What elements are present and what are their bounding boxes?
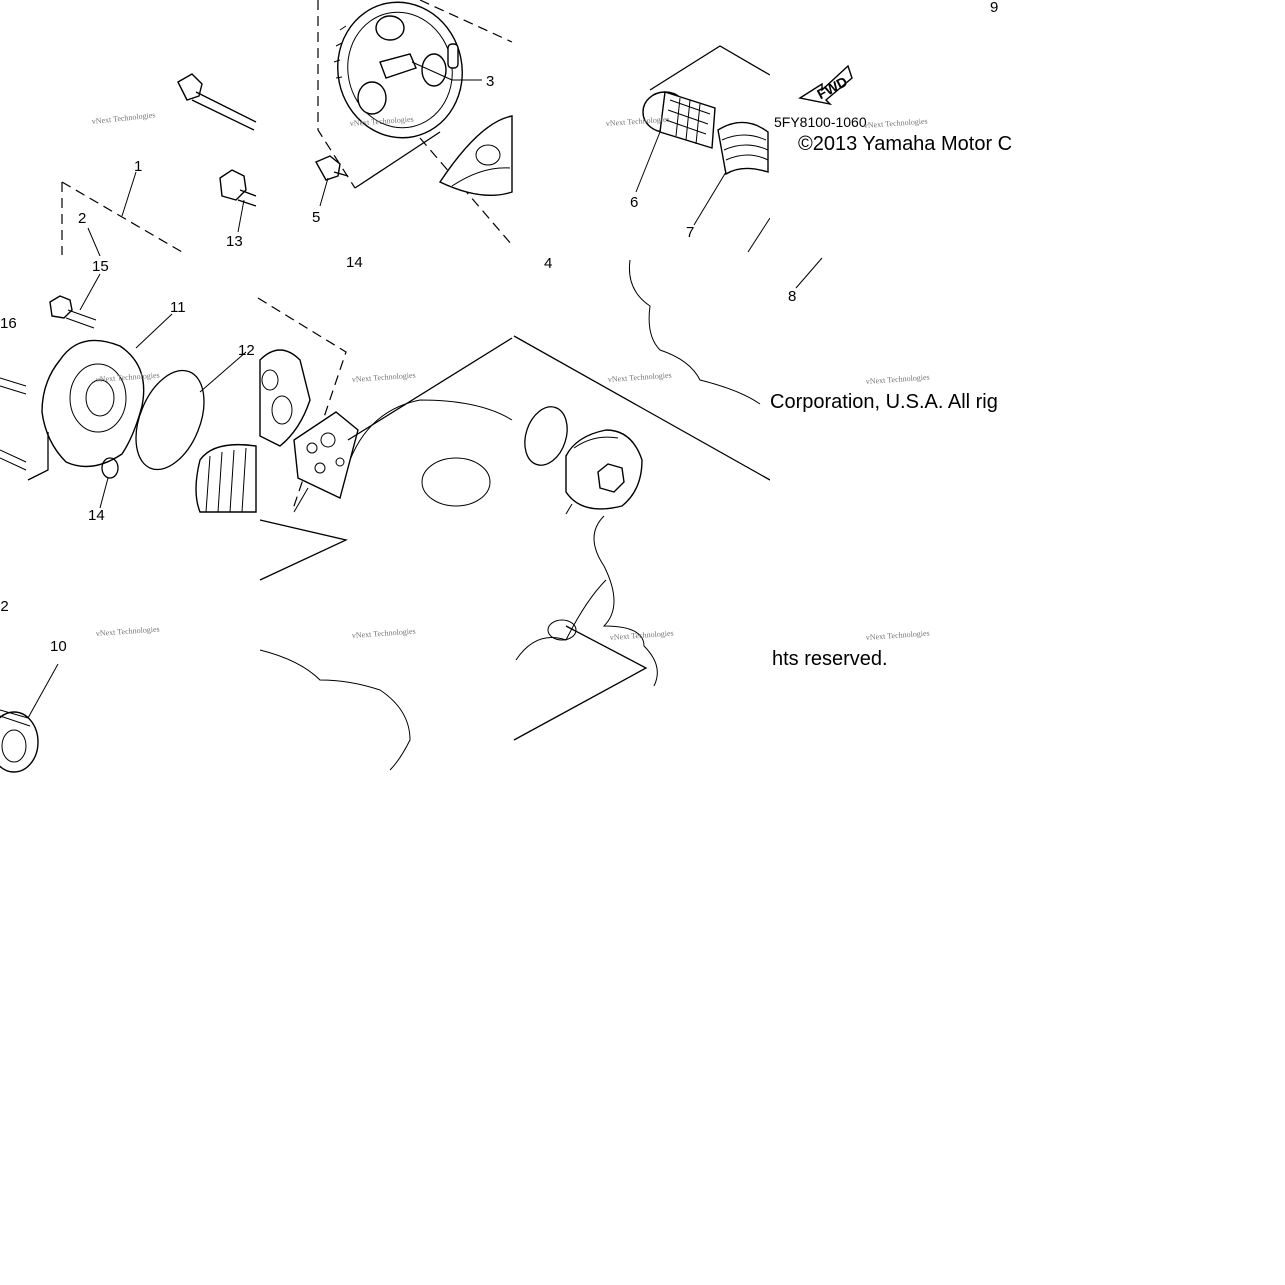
copyright-line-3: hts reserved.: [772, 648, 888, 670]
callout-13: 13: [226, 233, 243, 250]
dowel-pin: [447, 43, 459, 69]
callout-5: 5: [312, 209, 320, 226]
watermark: vNext Technologies: [606, 115, 670, 128]
watermark: vNext Technologies: [610, 629, 674, 642]
watermark: vNext Technologies: [350, 115, 414, 128]
callout-11: 11: [170, 299, 186, 316]
callout-9: 9: [990, 0, 998, 16]
gasket-plate: [293, 411, 359, 499]
copyright-line-1: ©2013 Yamaha Motor C: [798, 133, 1012, 155]
callout-12-partial: 12: [0, 598, 9, 615]
watermarks: vNext Technologies vNext Technologies vN…: [91, 110, 930, 642]
large-o-ring: [135, 369, 205, 471]
fwd-arrow-icon: FWD: [798, 64, 853, 106]
watermark: vNext Technologies: [91, 110, 156, 126]
callout-14-lower: 14: [88, 507, 105, 524]
drain-plug: [565, 429, 643, 510]
watermark: vNext Technologies: [352, 627, 416, 640]
callout-3: 3: [486, 73, 494, 90]
callout-1: 1: [134, 158, 142, 175]
pump-rotor-assembly: [259, 349, 311, 447]
oil-pump-gear: [317, 0, 513, 246]
tile-seam: [770, 0, 774, 770]
callout-8: 8: [788, 288, 796, 305]
relief-spring: [717, 121, 769, 176]
cover-bolt-upper: [49, 295, 97, 329]
callout-10: 10: [50, 638, 67, 655]
short-bolt: [219, 169, 257, 207]
callout-2: 2: [78, 210, 86, 227]
watermark: vNext Technologies: [96, 371, 160, 384]
copyright-line-2: Corporation, U.S.A. All rig: [770, 391, 998, 413]
callout-6: 6: [630, 194, 638, 211]
small-o-ring: [101, 457, 119, 479]
watermark: vNext Technologies: [608, 371, 672, 384]
cover-bolt-low: [0, 449, 27, 471]
cover-bolt-mid: [0, 377, 27, 395]
small-screw: [315, 155, 349, 181]
callout-16: 16: [0, 315, 17, 332]
part-code: 5FY8100-1060: [774, 114, 867, 130]
callout-15: 15: [92, 258, 109, 275]
callout-labels: 1 2 3 4 5 6 7 8 9 10 11 12 12 13 14 14 1…: [0, 0, 998, 655]
pump-cover: [41, 339, 145, 468]
oil-strainer: [642, 91, 716, 149]
long-bolt: [177, 73, 257, 131]
tile-seam: [0, 256, 256, 260]
watermark: vNext Technologies: [866, 373, 930, 386]
pump-housing: [438, 115, 513, 197]
watermark: vNext Technologies: [866, 629, 930, 642]
watermark: vNext Technologies: [864, 117, 928, 130]
oil-filter-element: [195, 443, 257, 513]
watermark: vNext Technologies: [96, 625, 160, 638]
watermark: vNext Technologies: [352, 371, 416, 384]
plug-o-ring: [524, 406, 568, 466]
callout-7: 7: [686, 224, 694, 241]
callout-4: 4: [544, 255, 552, 272]
fwd-label: FWD: [814, 73, 850, 102]
filter-housing: [0, 709, 39, 773]
callout-14: 14: [346, 254, 363, 271]
callout-12: 12: [238, 342, 255, 359]
